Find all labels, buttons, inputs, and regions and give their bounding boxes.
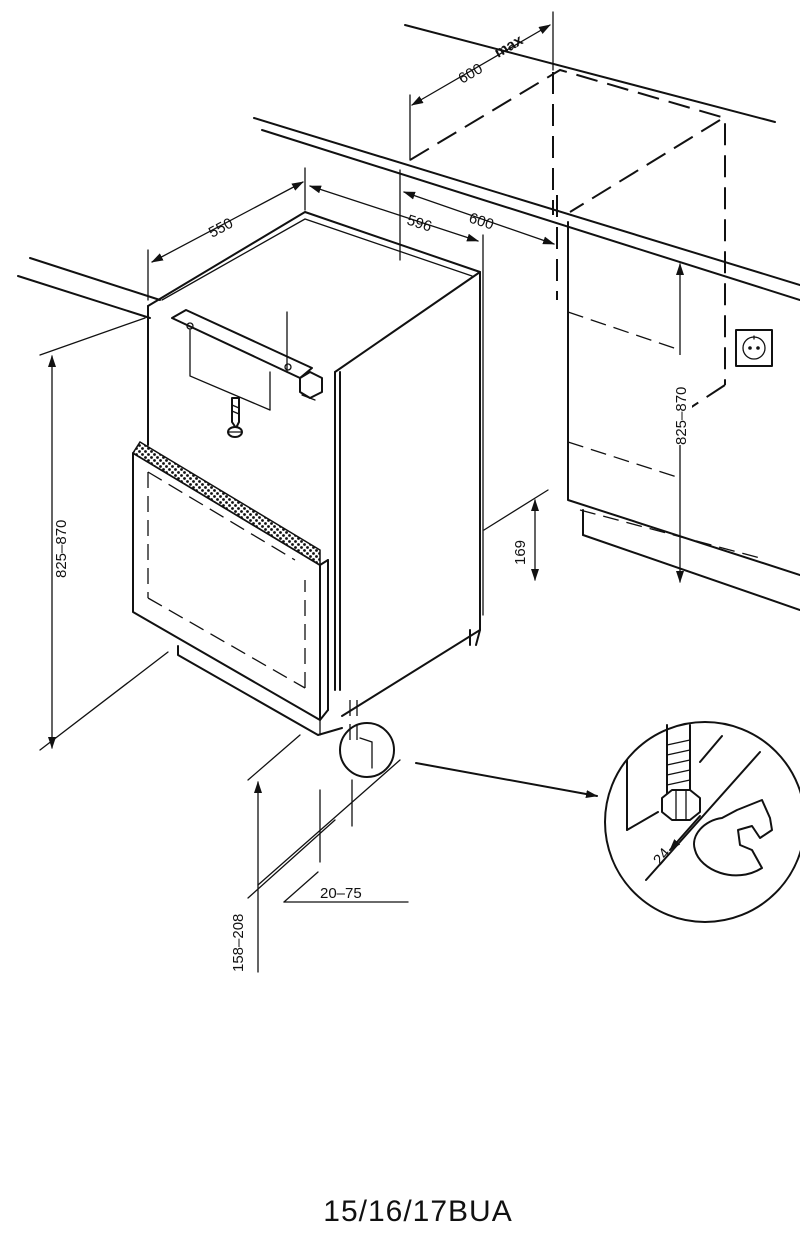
- niche-height-label: 825–870: [673, 387, 690, 445]
- plinth: [177, 645, 358, 740]
- niche-depth-max-label: max: [492, 31, 527, 61]
- foot-detail-callout: [339, 722, 598, 798]
- worktop-lines: [17, 24, 800, 319]
- side-cabinet: [567, 221, 800, 611]
- power-socket-icon: [735, 329, 773, 367]
- dim-appliance-height: [39, 317, 169, 751]
- dim-appliance-depth: [147, 167, 306, 301]
- hinge-bracket: [171, 309, 323, 401]
- dim-plinth-height: [247, 734, 401, 973]
- dim-plinth-setback: [283, 871, 409, 903]
- model-label: 15/16/17BUA: [323, 1195, 512, 1228]
- foot-detail: [604, 721, 800, 923]
- screw-icon: [189, 311, 288, 438]
- dim-vent-height: [483, 489, 549, 581]
- dim-niche-depth: [409, 11, 554, 161]
- niche-outline: [409, 68, 761, 559]
- dim-widths: [309, 169, 555, 616]
- appliance-width-label: 596: [405, 212, 434, 236]
- plinth-height-label: 158–208: [230, 914, 247, 972]
- door-panel: [131, 440, 329, 721]
- niche-width-label: 600: [467, 210, 496, 234]
- appliance-height-label: 825–870: [53, 520, 70, 578]
- appliance-depth-label: 550: [206, 215, 236, 242]
- plinth-setback-label: 20–75: [320, 885, 362, 902]
- vent-height-label: 169: [512, 540, 529, 565]
